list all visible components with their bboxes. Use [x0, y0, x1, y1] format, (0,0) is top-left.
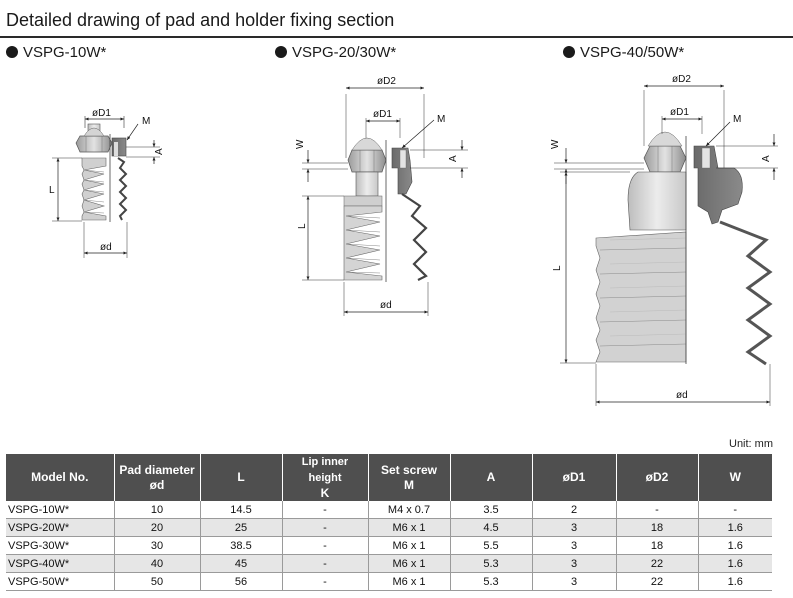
unit-label: Unit: mm	[729, 438, 773, 450]
model-label-vspg-10w: VSPG-10W*	[6, 44, 106, 61]
cell-a: 3.5	[450, 501, 533, 519]
cell-k: -	[282, 518, 369, 537]
dim-label-a: A	[154, 148, 165, 155]
header-model-no: Model No.	[6, 454, 115, 501]
cell-d2: 18	[616, 518, 699, 537]
dim-label-w: W	[295, 139, 306, 149]
cell-d1: 2	[532, 501, 617, 519]
cell-w: 1.6	[698, 572, 772, 591]
dim-label-m: M	[733, 114, 741, 125]
cell-l: 38.5	[200, 536, 283, 555]
cell-d1: 3	[532, 572, 617, 591]
cell-pad-diameter: 20	[114, 518, 201, 537]
cell-d2: 22	[616, 572, 699, 591]
cell-set-screw: M4 x 0.7	[368, 501, 451, 519]
table-row: VSPG-40W* 40 45 - M6 x 1 5.3 3 22 1.6	[6, 554, 772, 573]
cell-d2: -	[616, 501, 699, 519]
table-row: VSPG-50W* 50 56 - M6 x 1 5.3 3 22 1.6	[6, 572, 772, 591]
cell-d1: 3	[532, 554, 617, 573]
header-l: L	[200, 454, 283, 501]
cell-pad-diameter: 10	[114, 501, 201, 519]
dim-label-d: ød	[380, 300, 392, 311]
cell-d2: 22	[616, 554, 699, 573]
bullet-icon	[6, 46, 18, 58]
cell-l: 14.5	[200, 501, 283, 519]
bullet-icon	[563, 46, 575, 58]
table-row: VSPG-30W* 30 38.5 - M6 x 1 5.5 3 18 1.6	[6, 536, 772, 555]
dim-label-m: M	[437, 114, 445, 125]
cell-set-screw: M6 x 1	[368, 518, 451, 537]
header-w: W	[698, 454, 772, 501]
cell-a: 5.3	[450, 572, 533, 591]
cell-w: 1.6	[698, 518, 772, 537]
cell-k: -	[282, 501, 369, 519]
cell-model: VSPG-50W*	[6, 572, 115, 591]
cell-k: -	[282, 554, 369, 573]
bullet-icon	[275, 46, 287, 58]
dim-label-w: W	[550, 139, 561, 149]
cell-model: VSPG-40W*	[6, 554, 115, 573]
cell-l: 45	[200, 554, 283, 573]
cell-set-screw: M6 x 1	[368, 572, 451, 591]
model-label-text: VSPG-20/30W*	[292, 44, 397, 61]
table-row: VSPG-20W* 20 25 - M6 x 1 4.5 3 18 1.6	[6, 518, 772, 537]
cell-a: 4.5	[450, 518, 533, 537]
table-row: VSPG-10W* 10 14.5 - M4 x 0.7 3.5 2 - -	[6, 501, 772, 519]
header-d2: øD2	[616, 454, 699, 501]
dim-label-d2: øD2	[672, 74, 691, 85]
drawing-vspg-40-50w: øD2 øD1 M A W L ød	[550, 74, 778, 406]
drawing-vspg-10w: øD1 M A L ød	[49, 108, 165, 258]
model-label-vspg-20-30w: VSPG-20/30W*	[275, 44, 396, 61]
technical-drawings: øD1 M A L ød øD2 øD1	[49, 74, 778, 406]
cell-w: 1.6	[698, 536, 772, 555]
title-divider	[0, 36, 793, 38]
dim-label-d: ød	[676, 390, 688, 401]
cell-d1: 3	[532, 518, 617, 537]
dim-label-d1: øD1	[373, 109, 392, 120]
dim-label-d1: øD1	[670, 107, 689, 118]
cell-l: 56	[200, 572, 283, 591]
cell-a: 5.5	[450, 536, 533, 555]
cell-w: 1.6	[698, 554, 772, 573]
model-label-text: VSPG-10W*	[23, 44, 107, 61]
model-label-text: VSPG-40/50W*	[580, 44, 685, 61]
dim-label-m: M	[142, 116, 150, 127]
drawing-vspg-20-30w: øD2 øD1 M A W L ød	[295, 76, 468, 316]
dim-label-d1: øD1	[92, 108, 111, 119]
cell-l: 25	[200, 518, 283, 537]
page-title: Detailed drawing of pad and holder fixin…	[6, 10, 395, 30]
header-a: A	[450, 454, 533, 501]
cell-pad-diameter: 40	[114, 554, 201, 573]
dim-label-d: ød	[100, 242, 112, 253]
cell-pad-diameter: 50	[114, 572, 201, 591]
cell-model: VSPG-10W*	[6, 501, 115, 519]
cell-k: -	[282, 572, 369, 591]
cell-w: -	[698, 501, 772, 519]
dim-label-a: A	[448, 155, 459, 162]
cell-pad-diameter: 30	[114, 536, 201, 555]
cell-model: VSPG-30W*	[6, 536, 115, 555]
dim-label-l: L	[297, 223, 308, 229]
dim-label-l: L	[49, 185, 55, 196]
cell-set-screw: M6 x 1	[368, 536, 451, 555]
model-label-vspg-40-50w: VSPG-40/50W*	[563, 44, 684, 61]
header-d1: øD1	[532, 454, 617, 501]
cell-a: 5.3	[450, 554, 533, 573]
cell-d1: 3	[532, 536, 617, 555]
dim-label-d2: øD2	[377, 76, 396, 87]
dim-label-l: L	[552, 265, 563, 271]
cell-model: VSPG-20W*	[6, 518, 115, 537]
dim-label-a: A	[761, 155, 772, 162]
cell-d2: 18	[616, 536, 699, 555]
cell-set-screw: M6 x 1	[368, 554, 451, 573]
cell-k: -	[282, 536, 369, 555]
